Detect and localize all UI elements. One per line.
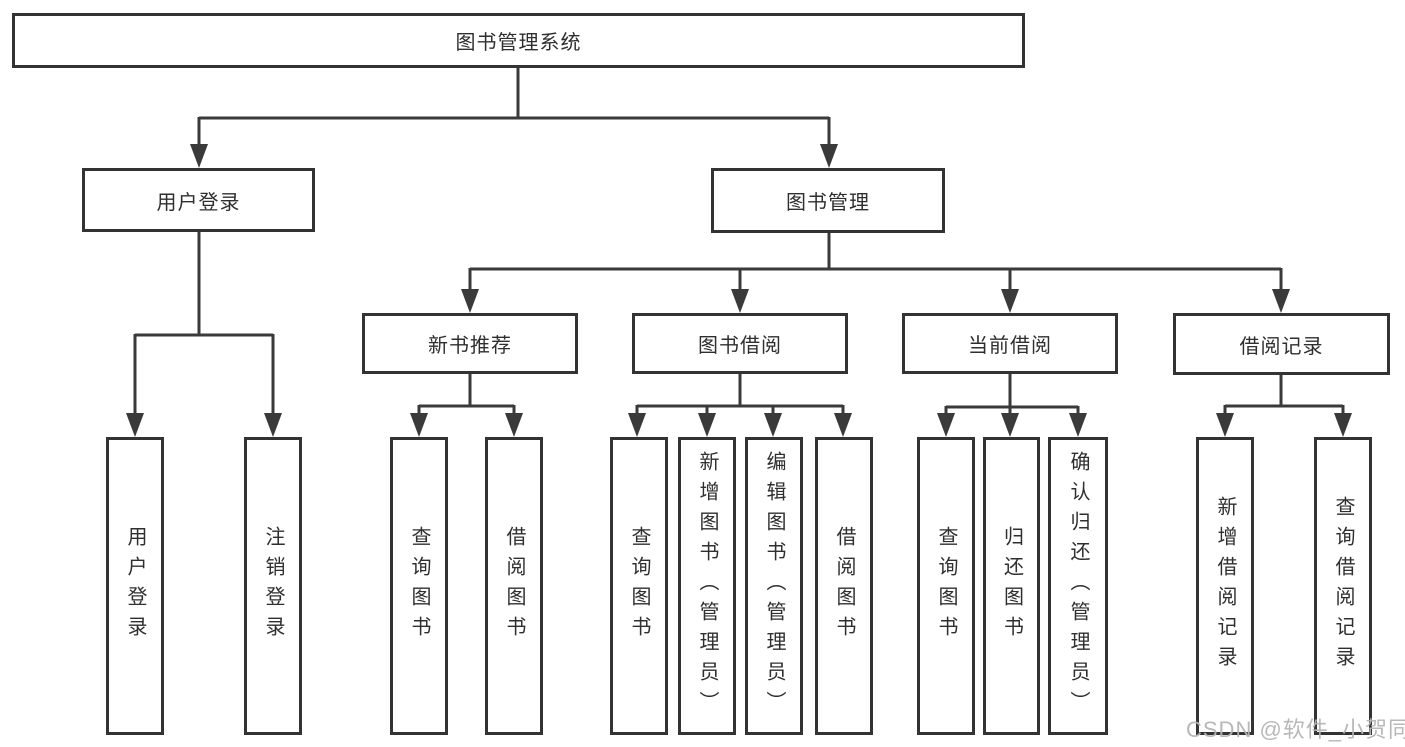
arrowheads — [126, 144, 1352, 437]
node-user-login: 用户登录 — [82, 168, 315, 232]
leaf-confirm-return-admin: 确认归还（管理员） — [1048, 437, 1108, 735]
watermark: CSDN @软件_小贺同学 — [1186, 717, 1405, 742]
leaf-return-books: 归还图书 — [983, 437, 1040, 735]
leaf-logout: 注销登录 — [244, 437, 302, 735]
leaf-edit-books-admin: 编辑图书（管理员） — [745, 437, 803, 735]
leaf-add-books-admin: 新增图书（管理员） — [678, 437, 736, 735]
node-library-management-system: 图书管理系统 — [12, 13, 1025, 68]
node-book-borrow: 图书借阅 — [632, 313, 848, 374]
node-current-borrow: 当前借阅 — [902, 313, 1118, 374]
leaf-query-books-borrow: 查询图书 — [610, 437, 668, 735]
leaf-borrow-books: 借阅图书 — [815, 437, 873, 735]
node-new-book-recommend: 新书推荐 — [362, 313, 578, 374]
leaf-add-borrow-record: 新增借阅记录 — [1196, 437, 1254, 735]
leaf-query-books-current: 查询图书 — [917, 437, 975, 735]
node-borrow-records: 借阅记录 — [1173, 313, 1390, 375]
leaf-query-books-recommend: 查询图书 — [390, 437, 448, 735]
leaf-query-borrow-record: 查询借阅记录 — [1314, 437, 1372, 735]
leaf-borrow-books-recommend: 借阅图书 — [485, 437, 543, 735]
node-book-management: 图书管理 — [711, 168, 945, 233]
leaf-user-login: 用户登录 — [106, 437, 164, 735]
